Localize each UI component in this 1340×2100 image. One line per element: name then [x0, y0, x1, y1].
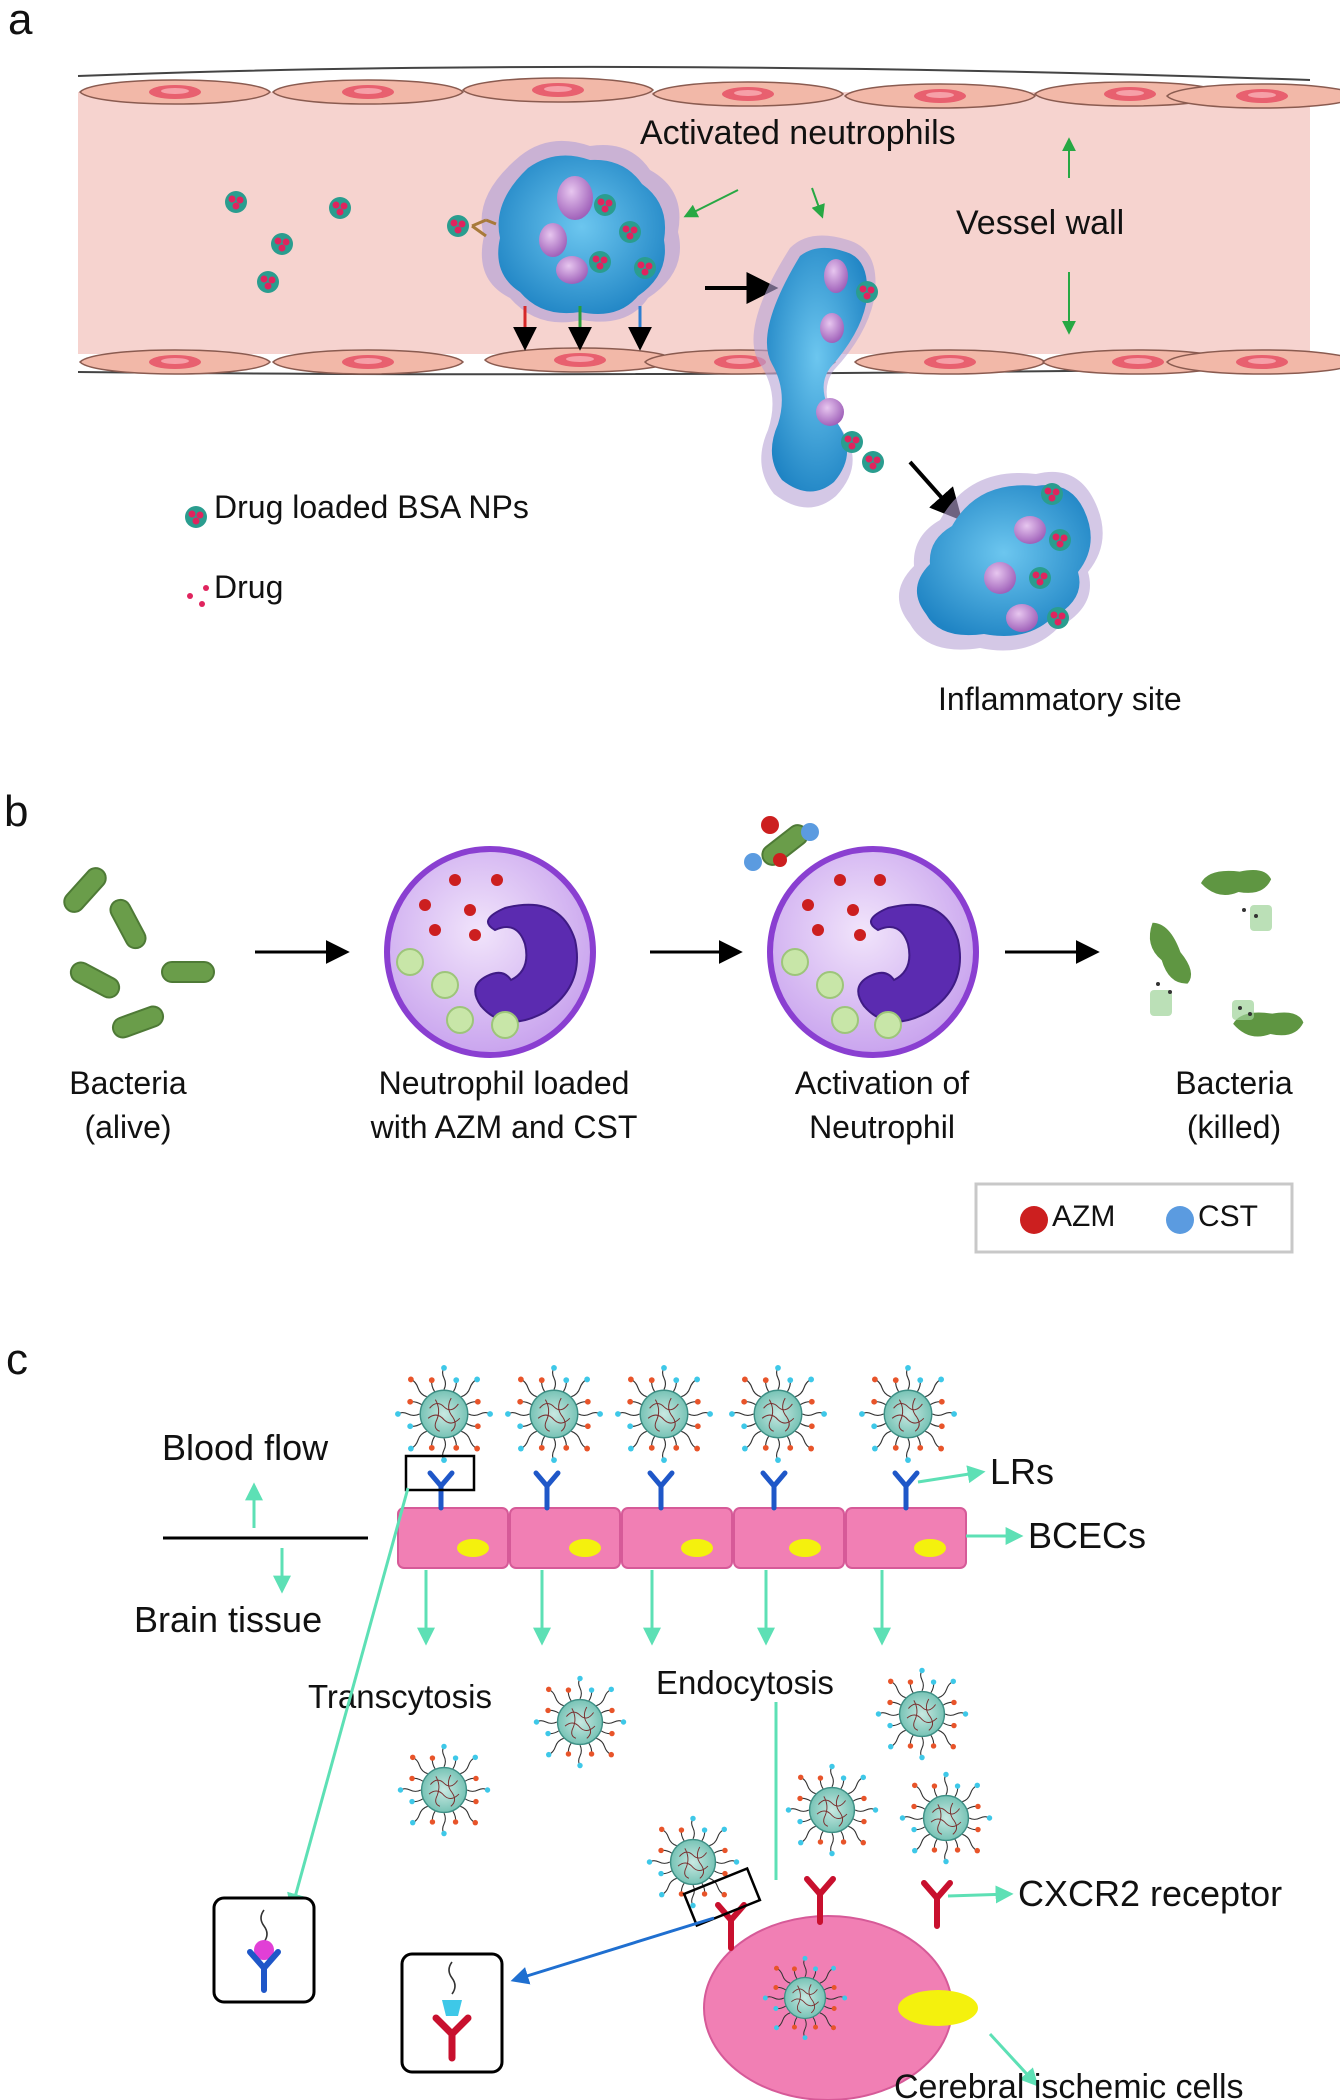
step-2-line-1: Neutrophil loaded: [379, 1065, 630, 1101]
label-ischemic-cells: Cerebral ischemic cells: [894, 2068, 1244, 2100]
legend-drug-icon: [187, 593, 193, 599]
legend-drug-loaded-nps: Drug loaded BSA NPs: [214, 489, 529, 525]
legend-b: AZM CST: [974, 1182, 1294, 1254]
bacteria-killed: [1149, 869, 1304, 1037]
legend-drug: Drug: [214, 569, 283, 605]
panel-letter-b: b: [4, 787, 28, 836]
panel-c: c Blood flow Brain tissue: [6, 1335, 1282, 2100]
luminal-nanoparticles: [394, 1364, 958, 1464]
step-labels: Bacteria (alive) Neutrophil loaded with …: [69, 1065, 1293, 1145]
activated-neutrophil: [447, 140, 680, 351]
legend-azm: AZM: [1052, 1200, 1115, 1233]
legend-cst-dot: [1166, 1206, 1194, 1234]
label-activated-neutrophils: Activated neutrophils: [640, 114, 956, 152]
inset-cxcr2-binding: [400, 1952, 504, 2074]
legend-np-icon: [185, 506, 207, 528]
label-brain-tissue: Brain tissue: [134, 1599, 322, 1640]
label-inflammatory-site: Inflammatory site: [938, 681, 1182, 717]
neutrophil-activated: [744, 816, 979, 1058]
step-1-line-1: Bacteria: [69, 1065, 187, 1101]
label-transcytosis: Transcytosis: [308, 1678, 492, 1715]
bcec-layer: [397, 1507, 967, 1569]
label-cxcr2: CXCR2 receptor: [1018, 1873, 1282, 1914]
step-4-line-2: (killed): [1187, 1109, 1281, 1145]
panel-b: b: [4, 787, 1304, 1254]
panel-a: a: [8, 0, 1340, 717]
step-2-line-2: with AZM and CST: [370, 1109, 638, 1145]
inset-lr-binding: [212, 1896, 316, 2004]
transmigrating-neutrophil: [753, 235, 884, 508]
step-4-line-1: Bacteria: [1175, 1065, 1293, 1101]
inflammatory-neutrophil: [898, 471, 1103, 651]
vessel-lumen: [78, 92, 1310, 354]
step-1-line-2: (alive): [84, 1109, 171, 1145]
lr-receptors: [430, 1473, 917, 1508]
cxcr2-highlight-box: [682, 1866, 762, 1928]
legend-cst: CST: [1198, 1200, 1258, 1233]
bacteria-alive: [59, 862, 215, 1042]
label-lrs: LRs: [990, 1451, 1054, 1492]
panel-letter-c: c: [6, 1335, 28, 1384]
neutrophil-loaded: [384, 846, 596, 1058]
lr-highlight-box: [404, 1454, 476, 1492]
step-3-line-1: Activation of: [795, 1065, 969, 1101]
panel-letter-a: a: [8, 0, 33, 44]
label-endocytosis: Endocytosis: [656, 1664, 834, 1701]
legend-azm-dot: [1020, 1206, 1048, 1234]
label-vessel-wall: Vessel wall: [956, 204, 1124, 242]
label-bcecs: BCECs: [1028, 1515, 1146, 1556]
step-3-line-2: Neutrophil: [809, 1109, 955, 1145]
label-blood-flow: Blood flow: [162, 1427, 329, 1468]
transport-arrows: [417, 1570, 891, 1880]
ischemic-cell: [703, 1915, 978, 2100]
